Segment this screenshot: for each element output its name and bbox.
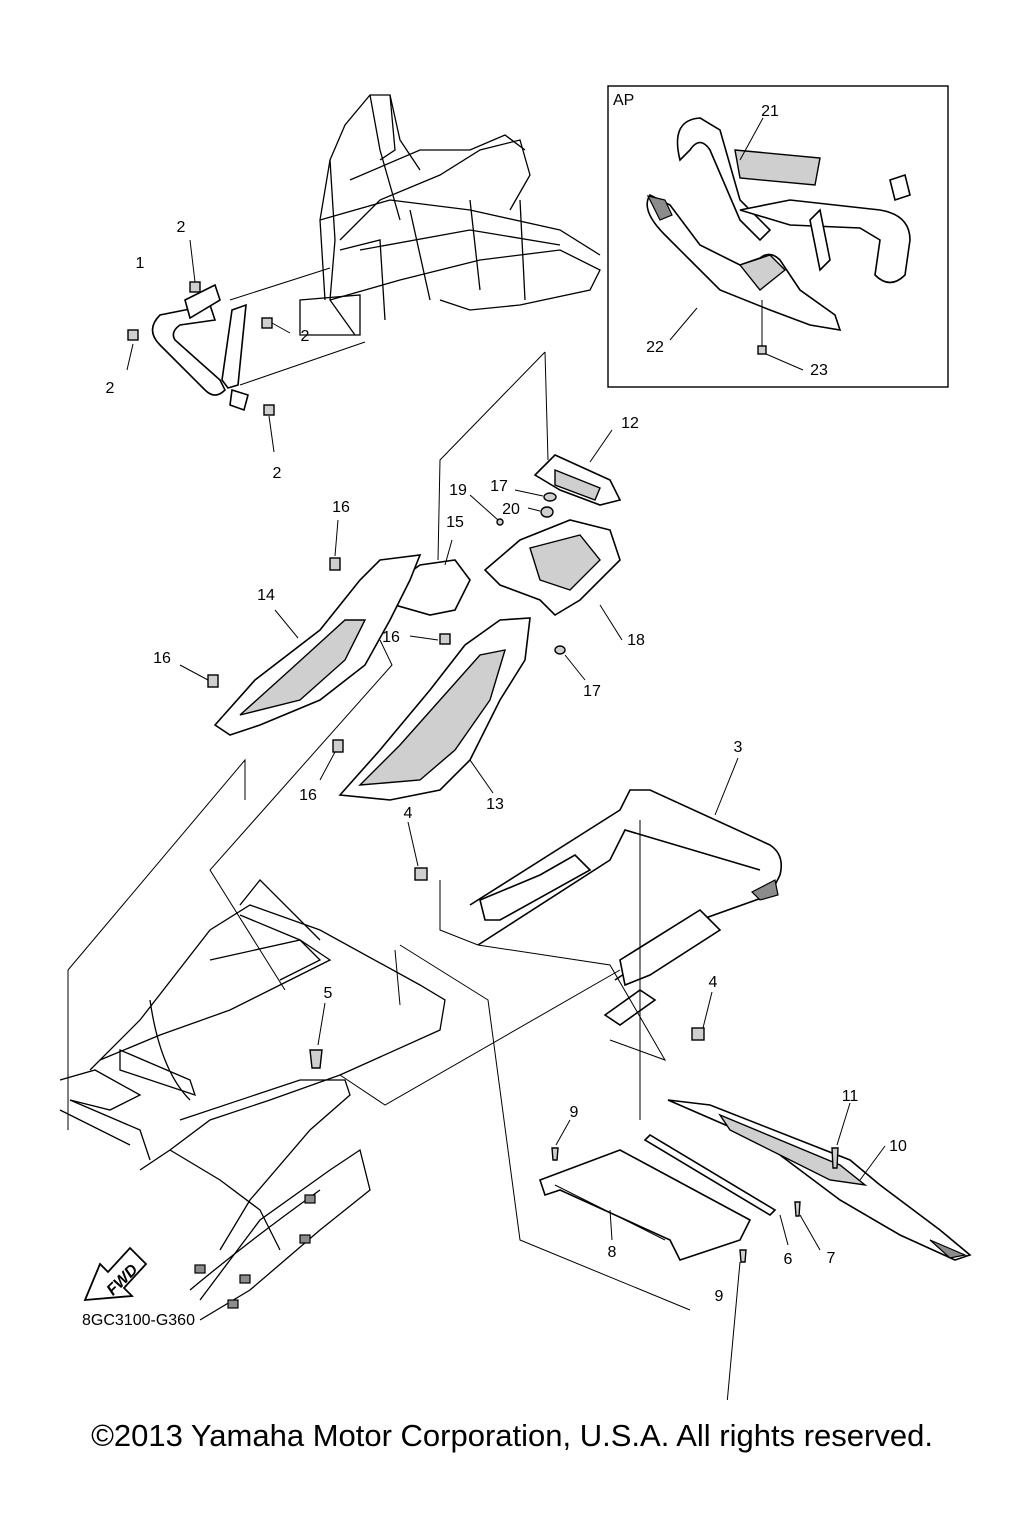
callout-1: 1 bbox=[136, 255, 145, 272]
callout-16: 16 bbox=[332, 499, 350, 516]
callout-17: 17 bbox=[490, 478, 508, 495]
part-6-strip bbox=[643, 1133, 821, 1251]
callout-5: 5 bbox=[324, 985, 333, 1002]
callout-12: 12 bbox=[621, 415, 639, 432]
callout-16: 16 bbox=[153, 650, 171, 667]
part-10-running-board bbox=[667, 1099, 972, 1261]
callout-22: 22 bbox=[646, 339, 664, 356]
diagram-code: 8GC3100-G360 bbox=[82, 1312, 195, 1329]
callout-17: 17 bbox=[583, 683, 601, 700]
callout-21: 21 bbox=[761, 103, 779, 120]
callout-14: 14 bbox=[257, 587, 275, 604]
lower-frame bbox=[59, 879, 446, 1321]
callout-4: 4 bbox=[709, 974, 718, 991]
callout-11: 11 bbox=[842, 1088, 859, 1105]
parts-17-19-20 bbox=[469, 489, 586, 681]
copyright-notice: ©2013 Yamaha Motor Corporation, U.S.A. A… bbox=[91, 1418, 933, 1453]
fwd-arrow-icon: FWD bbox=[83, 1246, 148, 1302]
bolts-2 bbox=[126, 239, 366, 453]
callout-18: 18 bbox=[627, 632, 645, 649]
callout-2: 2 bbox=[301, 328, 310, 345]
parts-diagram: FWD AP 8GC3100-G360 1 2 2 2 2 3 4 4 5 6 … bbox=[59, 85, 972, 1400]
callout-2: 2 bbox=[106, 380, 115, 397]
part-13-right-cover bbox=[319, 617, 531, 801]
callout-2: 2 bbox=[177, 219, 186, 236]
callout-16: 16 bbox=[299, 787, 317, 804]
upper-frame bbox=[299, 94, 601, 336]
callout-3: 3 bbox=[734, 739, 743, 756]
callout-10: 10 bbox=[889, 1138, 907, 1155]
part-14-left-cover bbox=[179, 519, 422, 736]
inset-label: AP bbox=[613, 92, 634, 109]
callout-6: 6 bbox=[784, 1251, 793, 1268]
callout-16: 16 bbox=[382, 629, 400, 646]
part-8-panel bbox=[538, 1119, 752, 1400]
callout-4: 4 bbox=[404, 805, 413, 822]
callout-20: 20 bbox=[502, 501, 520, 518]
part-3-rear-rack bbox=[407, 757, 783, 1120]
callout-8: 8 bbox=[608, 1244, 617, 1261]
callout-15: 15 bbox=[446, 514, 464, 531]
callout-13: 13 bbox=[486, 796, 504, 813]
callout-2: 2 bbox=[273, 465, 282, 482]
callout-23: 23 bbox=[810, 362, 828, 379]
callout-9: 9 bbox=[715, 1288, 724, 1305]
callout-7: 7 bbox=[827, 1250, 836, 1267]
callout-labels: 1 2 2 2 2 3 4 4 5 6 7 8 9 9 10 11 12 13 … bbox=[106, 103, 907, 1305]
callout-19: 19 bbox=[449, 482, 467, 499]
part-1-guard bbox=[151, 283, 249, 412]
part-18 bbox=[483, 519, 623, 641]
guide-lines bbox=[67, 351, 691, 1311]
part-12 bbox=[533, 429, 622, 506]
ap-inset bbox=[607, 85, 949, 388]
callout-9: 9 bbox=[570, 1104, 579, 1121]
part-15-center-panel bbox=[383, 539, 471, 616]
